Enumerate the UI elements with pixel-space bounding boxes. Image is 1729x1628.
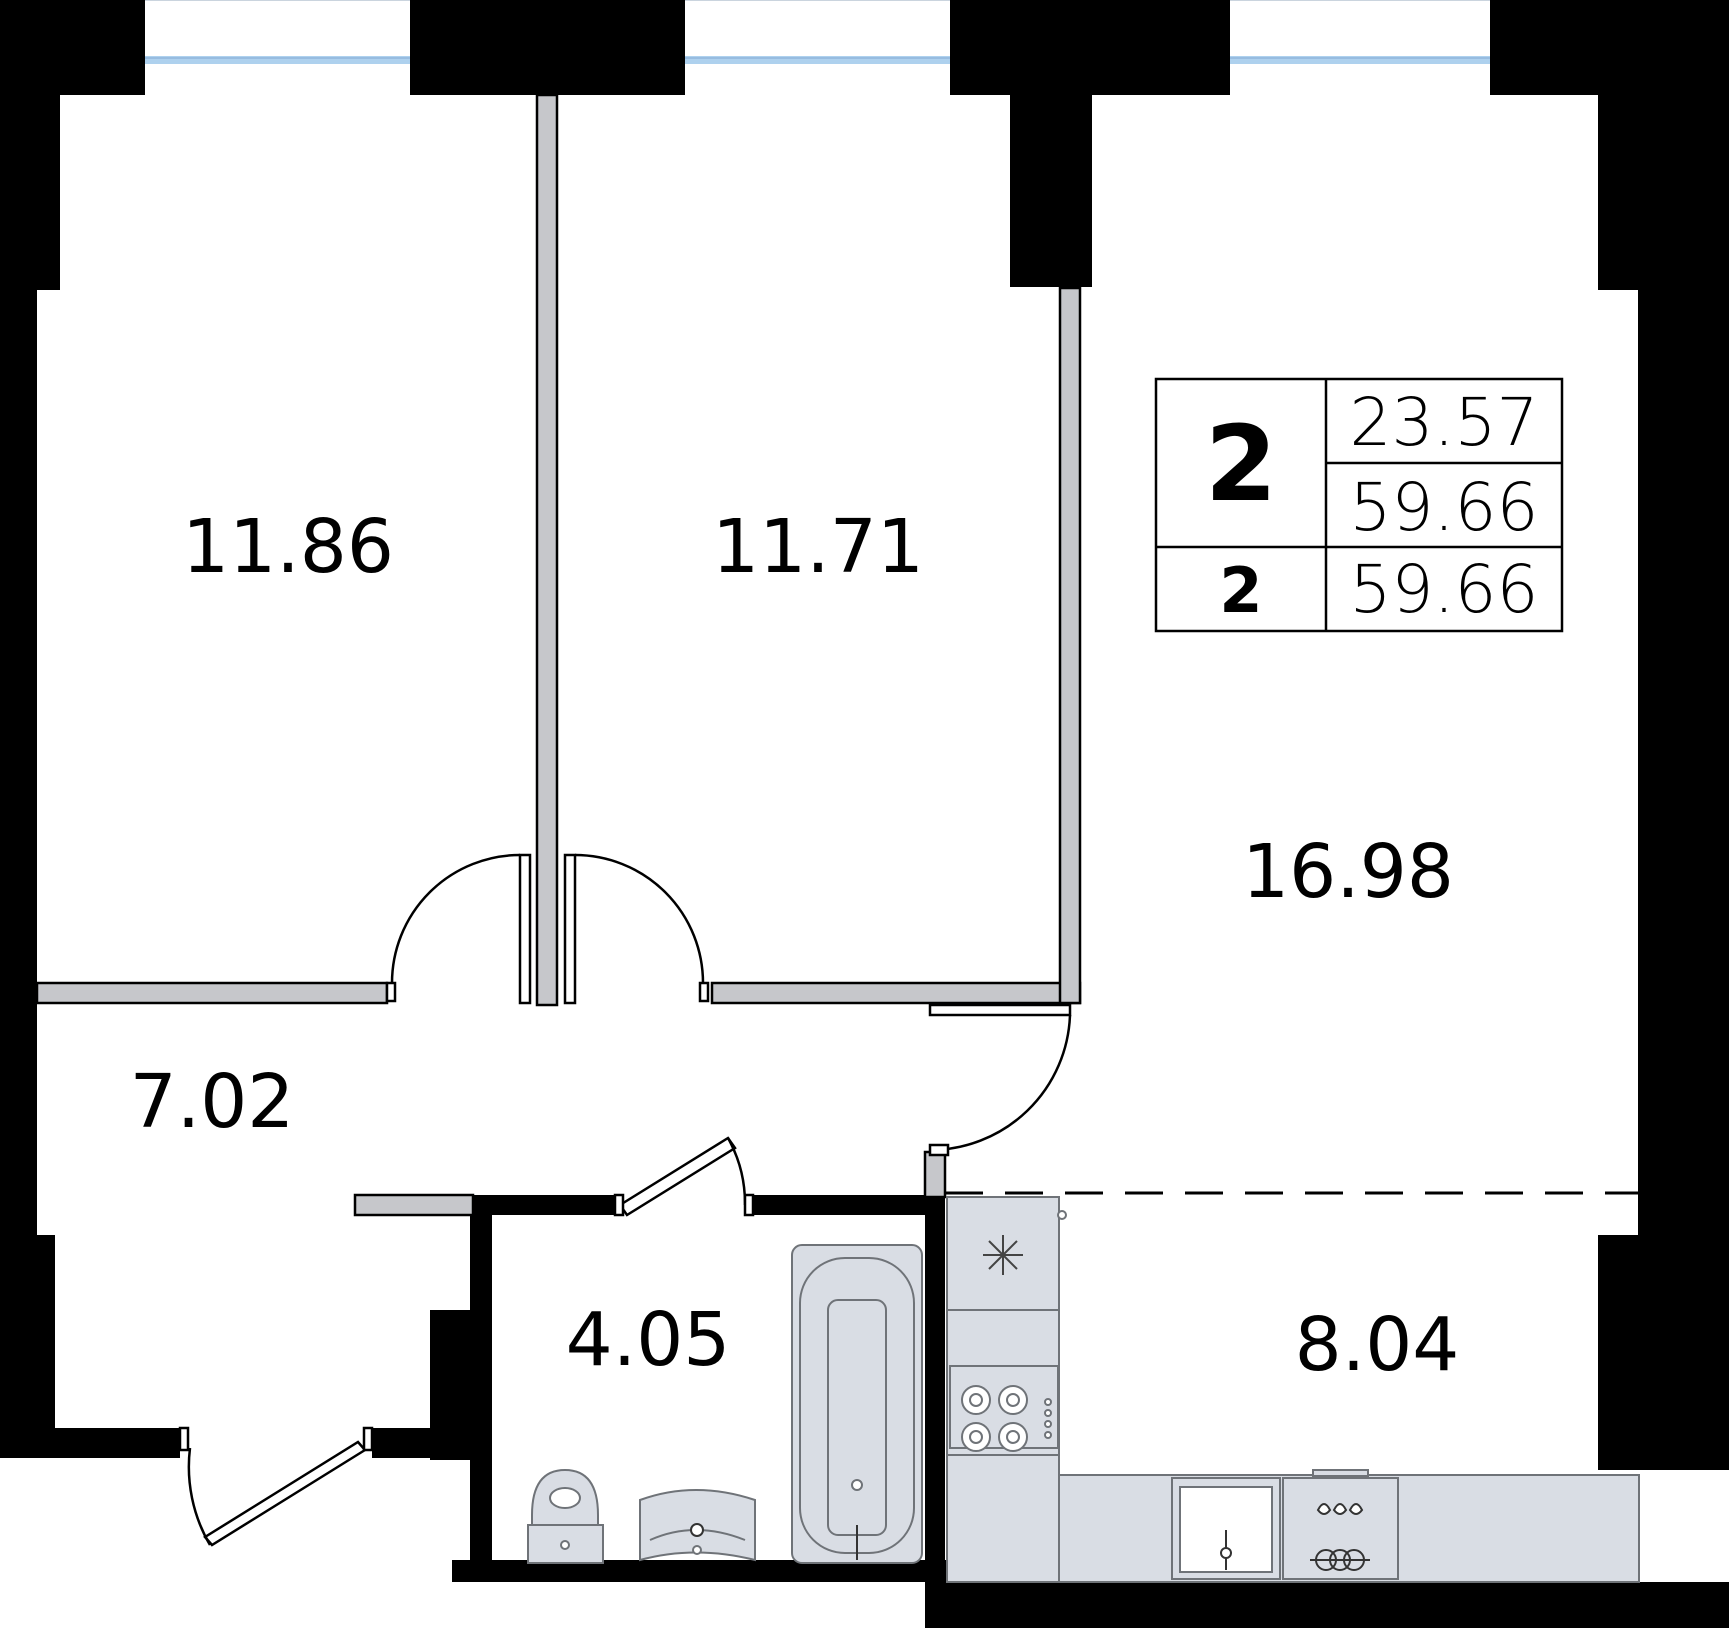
sink-icon xyxy=(1171,1477,1281,1580)
door-swing-icon xyxy=(178,1426,374,1547)
window-icon xyxy=(674,0,956,64)
room-area-bedroom-middle: 11.71 xyxy=(712,504,924,590)
room-area-hallway: 7.02 xyxy=(130,1059,295,1145)
total-area-value: 59.66 xyxy=(1350,469,1539,546)
doors xyxy=(178,853,1072,1547)
room-area-bathroom: 4.05 xyxy=(566,1297,731,1383)
summary-table: 2 23.57 59.66 2 59.66 xyxy=(1154,377,1564,633)
floor-number: 2 xyxy=(1219,554,1262,627)
room-area-kitchen: 8.04 xyxy=(1295,1302,1460,1388)
room-area-living-room: 16.98 xyxy=(1242,829,1454,915)
washbasin-icon xyxy=(639,1489,756,1562)
fridge-icon xyxy=(946,1196,1067,1311)
partitions xyxy=(35,93,1082,1217)
total-area-repeat: 59.66 xyxy=(1350,551,1539,628)
window-icon xyxy=(134,0,416,64)
washing-machine-icon xyxy=(1282,1469,1399,1580)
room-labels: 11.86 11.71 16.98 7.02 4.05 8.04 xyxy=(130,504,1460,1388)
room-area-bedroom-left: 11.86 xyxy=(182,504,394,590)
window-icon xyxy=(1219,0,1501,64)
door-swing-icon xyxy=(563,853,710,1005)
bathroom-fixtures xyxy=(527,1244,923,1564)
door-swing-icon xyxy=(385,853,532,1005)
kitchen-fixtures xyxy=(946,1196,1640,1583)
living-area-value: 23.57 xyxy=(1350,384,1539,461)
rooms-count: 2 xyxy=(1205,403,1277,525)
toilet-icon xyxy=(527,1468,604,1564)
windows xyxy=(134,0,1501,64)
door-swing-icon xyxy=(928,1003,1072,1157)
bathtub-icon xyxy=(791,1244,923,1564)
door-swing-icon xyxy=(613,1136,755,1217)
stove-icon xyxy=(946,1309,1060,1456)
snowflake-icon xyxy=(983,1235,1023,1275)
